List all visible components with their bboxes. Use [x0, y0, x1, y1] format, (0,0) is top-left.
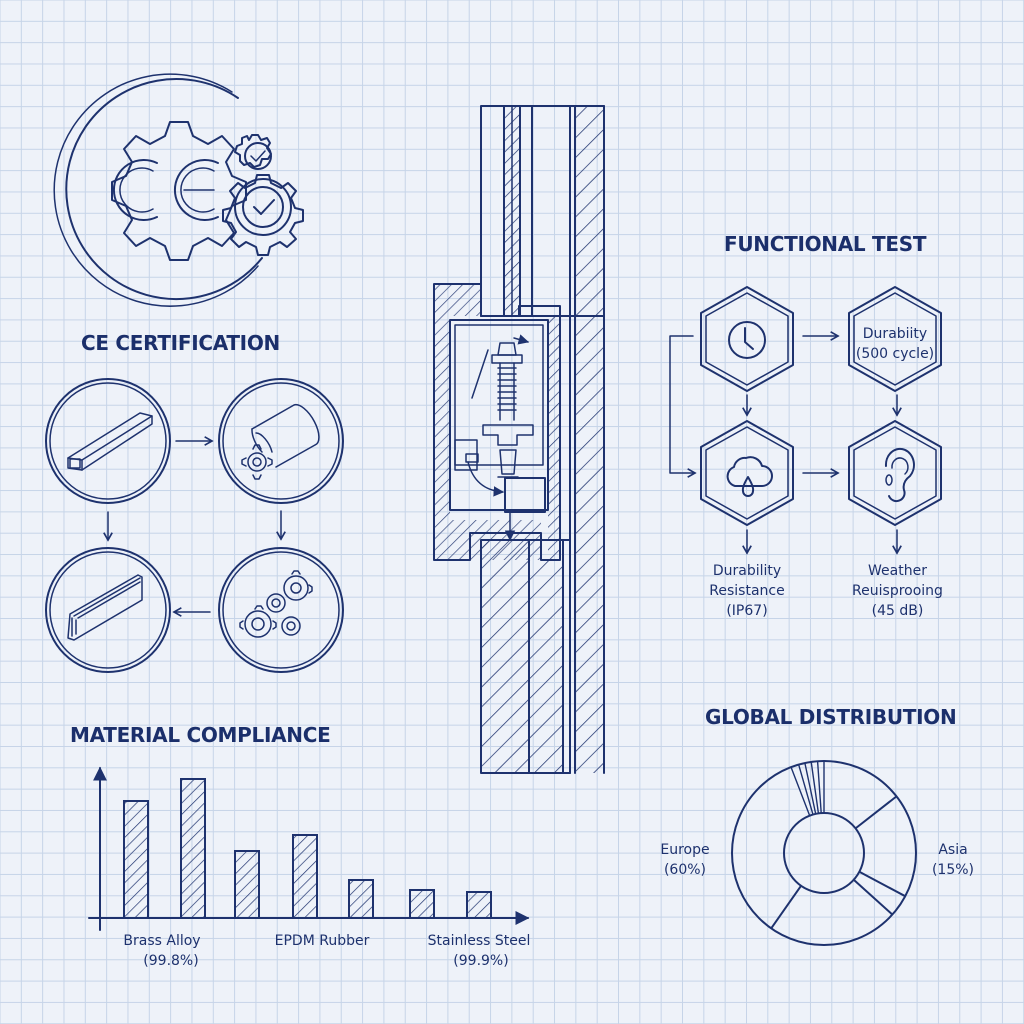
europe-name: Europe [660, 842, 710, 858]
donut-divider [804, 762, 817, 815]
large-gear-check-icon [222, 174, 304, 256]
asia-label: Asia (15%) [924, 840, 982, 880]
global-distribution-donut-chart [731, 760, 917, 946]
bar-label-brass-alloy: Brass Alloy (99.8%) [112, 931, 212, 971]
bar-label-name: EPDM Rubber [274, 933, 370, 949]
finished-seal-strip-icon [67, 574, 143, 641]
donut-divider [770, 885, 802, 929]
global-distribution-title: GLOBAL DISTRIBUTION [705, 705, 957, 729]
bar-label-name: Stainless Steel [427, 933, 531, 949]
asia-name: Asia [938, 842, 968, 858]
ce-certification-emblem [53, 73, 304, 307]
weather-node-caption: Durability Resistance (IP67) [697, 561, 797, 621]
bar [466, 891, 492, 919]
material-compliance-title: MATERIAL COMPLIANCE [70, 723, 331, 747]
manufacturing-process-flow [45, 378, 344, 673]
bar-label-value: (99.9%) [453, 953, 509, 969]
donut-divider [853, 879, 894, 916]
ear-icon [884, 447, 915, 503]
europe-label: Europe (60%) [650, 840, 720, 880]
donut-divider [790, 766, 811, 816]
clock-icon [728, 321, 766, 359]
bar [234, 850, 260, 919]
tube-with-gear-icon [241, 403, 320, 480]
bar [180, 778, 206, 919]
donut-divider [810, 761, 820, 814]
asia-value: (15%) [931, 862, 975, 878]
bar-label-name: Brass Alloy [123, 933, 201, 949]
durability-node-line2: (500 cycle) [855, 346, 935, 362]
bar [409, 889, 435, 919]
europe-value: (60%) [663, 862, 707, 878]
donut-divider [858, 870, 906, 898]
bar [292, 834, 318, 919]
bar-label-value: (99.8%) [143, 953, 199, 969]
caption-line: (45 dB) [871, 603, 924, 619]
caption-line: Resistance [709, 583, 785, 599]
caption-line: Weather [868, 563, 927, 579]
donut-divider [854, 795, 898, 830]
gear-cluster-icon [239, 570, 313, 638]
door-seal-cross-section-drawing [433, 105, 605, 774]
cloud-rain-icon [726, 456, 773, 497]
caption-line: Durability [712, 563, 782, 579]
donut-divider [816, 761, 822, 814]
extruded-profile-icon [67, 412, 153, 471]
bar [348, 879, 374, 919]
donut-divider [797, 764, 814, 815]
functional-test-flow [669, 286, 942, 555]
bar-label-stainless-steel: Stainless Steel (99.9%) [416, 931, 542, 971]
durability-node-line1: Durabiity [862, 326, 928, 342]
bar-label-epdm-rubber: EPDM Rubber [262, 931, 382, 951]
acoustic-node-caption: Weather Reuisprooing (45 dB) [840, 561, 955, 621]
bar [123, 800, 149, 919]
functional-test-title: FUNCTIONAL TEST [724, 232, 927, 256]
small-gear-check-icon [234, 134, 272, 170]
material-compliance-bar-chart [88, 766, 530, 931]
ce-certification-title: CE CERTIFICATION [81, 331, 280, 355]
durability-node-label: Durabiity (500 cycle) [849, 324, 941, 364]
caption-line: (IP67) [726, 603, 768, 619]
caption-line: Reuisprooing [852, 583, 943, 599]
ce-mark-gear-icon [111, 121, 247, 261]
